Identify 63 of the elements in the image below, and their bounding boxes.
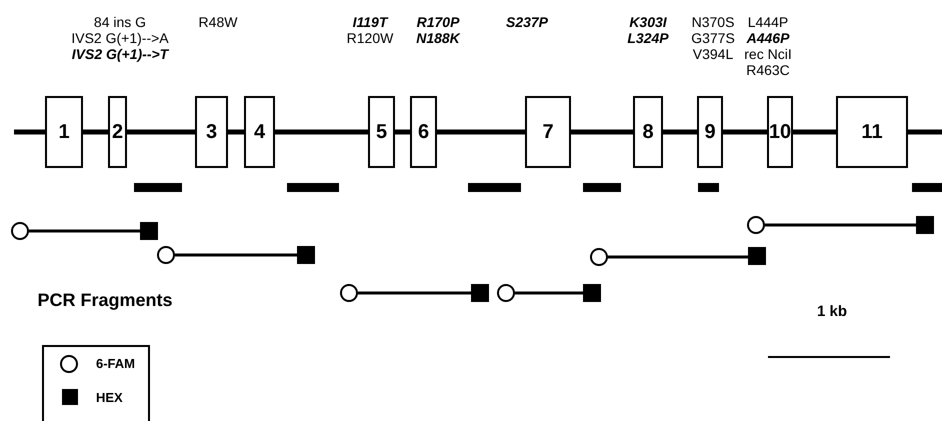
fluorophore-square xyxy=(471,284,489,302)
gene-line xyxy=(14,130,45,134)
gene-line xyxy=(663,130,697,134)
fluorophore-circle xyxy=(340,284,358,302)
gene-line xyxy=(228,130,244,134)
fluorophore-square xyxy=(297,246,315,264)
exon-box: 5 xyxy=(368,96,395,168)
fluorophore-circle xyxy=(157,246,175,264)
fluorophore-circle xyxy=(497,284,515,302)
mutation-label: N188K xyxy=(416,30,460,46)
exon-box: 6 xyxy=(410,96,437,168)
gene-line xyxy=(793,130,836,134)
fluorophore-circle xyxy=(590,248,608,266)
section-label: PCR Fragments xyxy=(37,292,173,308)
pcr-fragment-line xyxy=(765,224,916,226)
gene-line xyxy=(908,130,942,134)
gene-line xyxy=(437,130,525,134)
gene-line xyxy=(571,130,633,134)
mutation-label: V394L xyxy=(692,46,734,62)
exon-box: 2 xyxy=(108,96,127,168)
legend-text: 6-FAM xyxy=(96,356,135,371)
mutation-label: L444P xyxy=(748,14,788,30)
fluorophore-circle xyxy=(11,222,29,240)
mutation-label: IVS2 G(+1)-->T xyxy=(72,46,168,62)
mutation-label: K303I xyxy=(629,14,667,30)
exon-box: 11 xyxy=(836,96,908,168)
gene-line xyxy=(83,130,108,134)
exon-box: 1 xyxy=(45,96,83,168)
fluorophore-circle xyxy=(747,216,765,234)
mutation-label: IVS2 G(+1)-->A xyxy=(71,30,169,46)
fluorophore-square xyxy=(748,247,766,265)
mutation-label: I119T xyxy=(352,14,388,30)
mutation-label: L324P xyxy=(627,30,669,46)
exon-box: 8 xyxy=(633,96,663,168)
mutation-label: R170P xyxy=(416,14,460,30)
mutation-label: R463C xyxy=(746,62,790,78)
exon-box: 10 xyxy=(767,96,793,168)
scale-label: 1 kb xyxy=(817,304,847,320)
pcr-fragment-line xyxy=(29,230,140,232)
mutation-label: 84 ins G xyxy=(94,14,146,30)
pcr-fragment-line xyxy=(175,254,297,256)
mutation-label: G377S xyxy=(691,30,735,46)
fluorophore-square xyxy=(140,222,158,240)
exon-box: 4 xyxy=(244,96,275,168)
mutation-label: S237P xyxy=(506,14,548,30)
gene-line xyxy=(723,130,767,134)
gene-line xyxy=(395,130,410,134)
fluorophore-square xyxy=(583,284,601,302)
exon-box: 7 xyxy=(525,96,571,168)
pcr-fragment-line xyxy=(358,292,471,294)
gene-line xyxy=(275,130,368,134)
mutation-label: rec NciI xyxy=(744,46,792,62)
exon-box: 3 xyxy=(195,96,228,168)
gene-line xyxy=(127,130,195,134)
pcr-fragment-line xyxy=(608,256,748,258)
exon-box: 9 xyxy=(697,96,723,168)
mutation-label: R48W xyxy=(198,14,238,30)
legend-text: HEX xyxy=(96,390,123,405)
mutation-label: N370S xyxy=(692,14,734,30)
mutation-label: R120W xyxy=(346,30,394,46)
mutation-label: A446P xyxy=(746,30,790,46)
fluorophore-square xyxy=(916,216,934,234)
pcr-fragment-line xyxy=(515,292,583,294)
